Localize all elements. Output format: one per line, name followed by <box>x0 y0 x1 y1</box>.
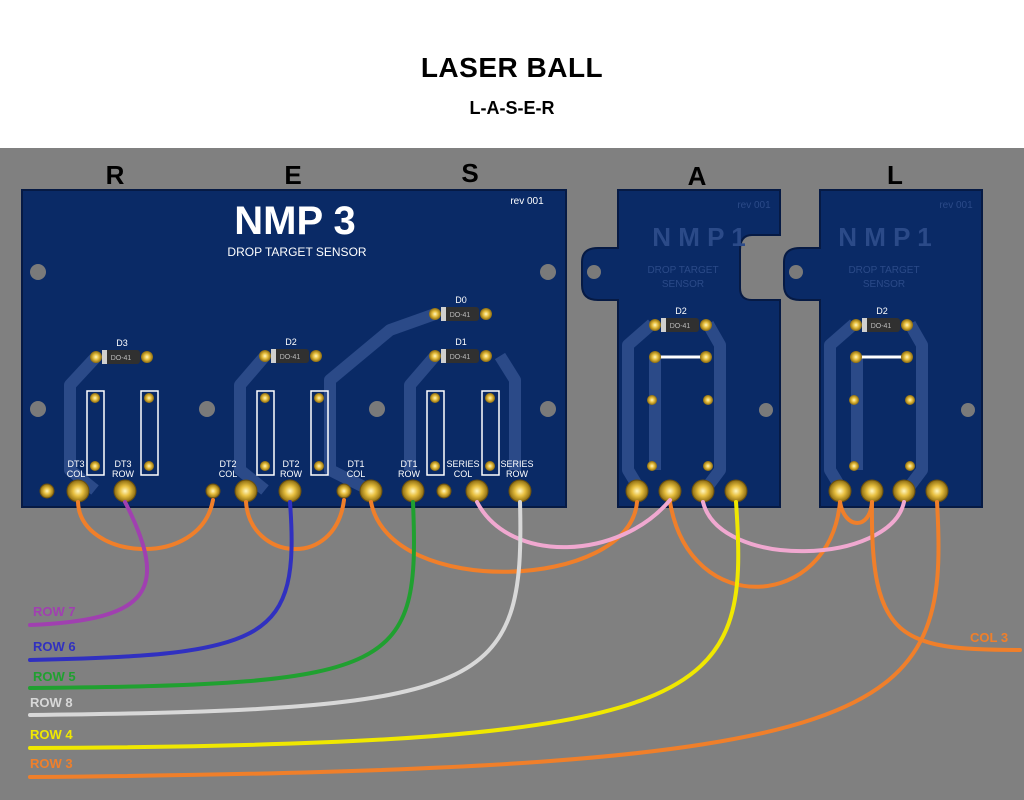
wire-row5 <box>28 500 417 690</box>
letter-r: R <box>106 160 125 190</box>
svg-text:DO-41: DO-41 <box>670 323 691 330</box>
letter-l: L <box>887 160 903 190</box>
svg-text:DO-41: DO-41 <box>450 312 471 319</box>
svg-text:D2: D2 <box>876 306 888 316</box>
svg-text:ROW: ROW <box>280 469 303 479</box>
svg-text:DO-41: DO-41 <box>450 354 471 361</box>
nmp1-l-title: N M P 1 <box>838 222 931 252</box>
diode-d2: D2 DO-41 <box>259 337 322 363</box>
wire-row4 <box>28 500 741 750</box>
label-series-col: SERIES <box>446 459 479 469</box>
diagram-subtitle: L-A-S-E-R <box>469 98 555 118</box>
diode-d3: D3 DO-41 <box>90 338 153 364</box>
svg-text:COL: COL <box>219 469 238 479</box>
nmp1-board-a: N M P 1 DROP TARGET SENSOR rev 001 D2 DO… <box>581 189 781 508</box>
svg-text:DROP TARGET: DROP TARGET <box>647 265 718 276</box>
svg-text:ROW: ROW <box>398 469 421 479</box>
svg-text:rev 001: rev 001 <box>939 200 973 211</box>
svg-text:DO-41: DO-41 <box>871 323 892 330</box>
svg-text:D2: D2 <box>285 337 297 347</box>
svg-text:rev 001: rev 001 <box>737 200 771 211</box>
label-row5: ROW 5 <box>33 669 76 684</box>
wire-orange-r-e <box>76 498 215 551</box>
label-dt1-col: DT1 <box>347 459 364 469</box>
svg-text:DROP TARGET: DROP TARGET <box>848 265 919 276</box>
label-dt1-row: DT1 <box>400 459 417 469</box>
letter-a: A <box>688 161 707 191</box>
wire-row6 <box>28 500 294 662</box>
wire-pink-a-l <box>701 500 906 554</box>
svg-text:D3: D3 <box>116 338 128 348</box>
label-series-row: SERIES <box>500 459 533 469</box>
svg-text:SENSOR: SENSOR <box>863 279 905 290</box>
label-row7: ROW 7 <box>33 604 76 619</box>
diagram-title: LASER BALL <box>420 52 604 83</box>
svg-text:COL: COL <box>347 469 366 479</box>
svg-text:SENSOR: SENSOR <box>662 279 704 290</box>
diode-a-d2: D2 DO-41 <box>649 306 712 332</box>
label-dt3-row: DT3 <box>114 459 131 469</box>
svg-text:DO-41: DO-41 <box>111 355 132 362</box>
label-row4: ROW 4 <box>30 727 73 742</box>
diode-d1: D1 DO-41 <box>429 337 492 363</box>
nmp3-board: NMP 3 DROP TARGET SENSOR rev 001 D3 DO-4… <box>21 189 567 508</box>
svg-text:ROW: ROW <box>112 469 135 479</box>
label-col3: COL 3 <box>970 630 1008 645</box>
nmp3-title: NMP 3 <box>234 199 356 243</box>
svg-text:ROW: ROW <box>506 469 529 479</box>
letter-s: S <box>461 158 478 188</box>
nmp3-subtitle: DROP TARGET SENSOR <box>227 245 366 259</box>
wire-pink-series <box>475 498 672 550</box>
svg-text:COL: COL <box>67 469 86 479</box>
label-row3: ROW 3 <box>30 756 73 771</box>
svg-text:D2: D2 <box>675 306 687 316</box>
svg-text:DO-41: DO-41 <box>280 354 301 361</box>
wire-col3 <box>869 500 1022 652</box>
nmp3-rev: rev 001 <box>510 196 544 207</box>
label-row8: ROW 8 <box>30 695 73 710</box>
letter-e: E <box>284 160 301 190</box>
wire-row8 <box>28 500 523 717</box>
diode-d0: D0 DO-41 <box>429 295 492 321</box>
wire-row7 <box>28 500 150 627</box>
svg-text:COL: COL <box>454 469 473 479</box>
label-dt2-col: DT2 <box>219 459 236 469</box>
svg-text:D0: D0 <box>455 295 467 305</box>
wire-orange-a-l <box>668 500 842 589</box>
label-dt3-col: DT3 <box>67 459 84 469</box>
wire-row3 <box>28 500 941 779</box>
diode-l-d2: D2 DO-41 <box>850 306 913 332</box>
label-dt2-row: DT2 <box>282 459 299 469</box>
nmp1-board-l: N M P 1 DROP TARGET SENSOR rev 001 D2 DO… <box>783 189 983 508</box>
nmp1-a-title: N M P 1 <box>652 222 745 252</box>
wires <box>28 498 1022 779</box>
svg-text:D1: D1 <box>455 337 467 347</box>
label-row6: ROW 6 <box>33 639 76 654</box>
